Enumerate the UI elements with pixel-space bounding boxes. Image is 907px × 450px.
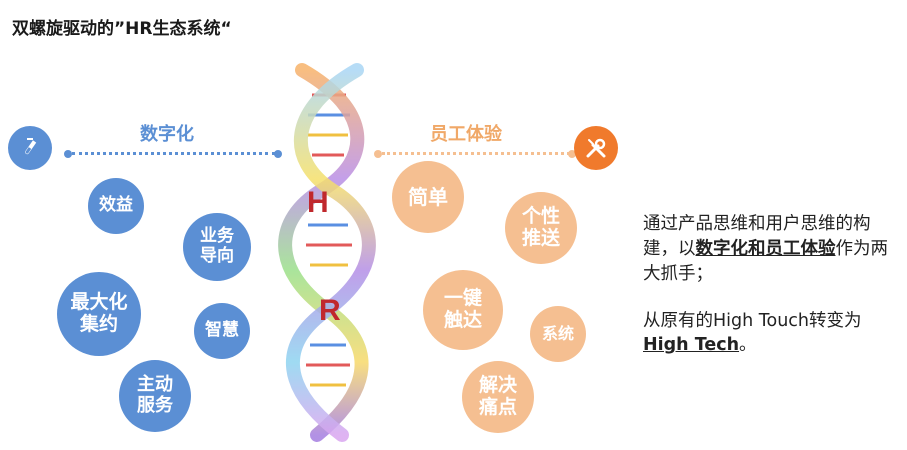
bubble-simple: 简单 [392, 161, 464, 233]
helix-letter-h: H [307, 186, 329, 219]
page-title: 双螺旋驱动的”HR生态系统“ [12, 19, 232, 39]
description-text: 通过产品思维和用户思维的构建，以数字化和员工体验作为两大抓手； 从原有的High… [643, 212, 898, 358]
bubble-business-oriented: 业务导向 [183, 213, 251, 281]
helix-rungs [306, 93, 352, 387]
right-line-end-dot [568, 150, 576, 158]
bubble-label: 一键触达 [443, 287, 482, 331]
left-line-end-dot [274, 150, 282, 158]
bubble-label: 业务导向 [200, 226, 234, 266]
description-paragraph-1: 通过产品思维和用户思维的构建，以数字化和员工体验作为两大抓手； [643, 214, 888, 284]
description-paragraph-2: 从原有的High Touch转变为High Tech。 [643, 310, 862, 356]
bubble-label: 智慧 [205, 320, 239, 341]
bubble-system: 系统 [530, 306, 586, 362]
bubble-one-click: 一键触达 [423, 270, 503, 350]
dna-helix: H R [278, 63, 376, 442]
bubble-label: 解决痛点 [478, 374, 517, 418]
right-dotted-line [382, 152, 570, 155]
bubble-label: 系统 [541, 323, 574, 343]
helix-strand-a [278, 63, 369, 442]
bubble-pain-points: 解决痛点 [462, 361, 534, 433]
bubble-label: 个性推送 [521, 205, 560, 249]
left-dotted-line [72, 152, 275, 155]
bubble-wisdom: 智慧 [194, 303, 250, 359]
test-tube-icon [25, 138, 37, 155]
right-icon-circle [574, 126, 618, 170]
bubble-label: 简单 [408, 184, 448, 209]
tools-icon [586, 138, 606, 158]
bubble-max-intensive: 最大化集约 [57, 272, 141, 356]
highlight-high-tech: High Tech [643, 335, 740, 356]
bubble-active-service: 主动服务 [119, 360, 191, 432]
bubble-benefit: 效益 [88, 178, 144, 234]
bubble-personal-push: 个性推送 [505, 192, 577, 264]
bubble-label: 最大化集约 [70, 291, 128, 335]
right-heading: 员工体验 [430, 124, 502, 145]
left-icon-circle [8, 126, 52, 170]
right-line-start-dot [374, 150, 382, 158]
bubble-label: 效益 [99, 195, 133, 216]
left-line-start-dot [64, 150, 72, 158]
helix-letter-r: R [319, 294, 341, 327]
highlight-digital-experience: 数字化和员工体验 [695, 238, 836, 259]
bubble-label: 主动服务 [137, 374, 173, 416]
helix-strand-b [286, 63, 376, 442]
left-heading: 数字化 [140, 124, 194, 145]
